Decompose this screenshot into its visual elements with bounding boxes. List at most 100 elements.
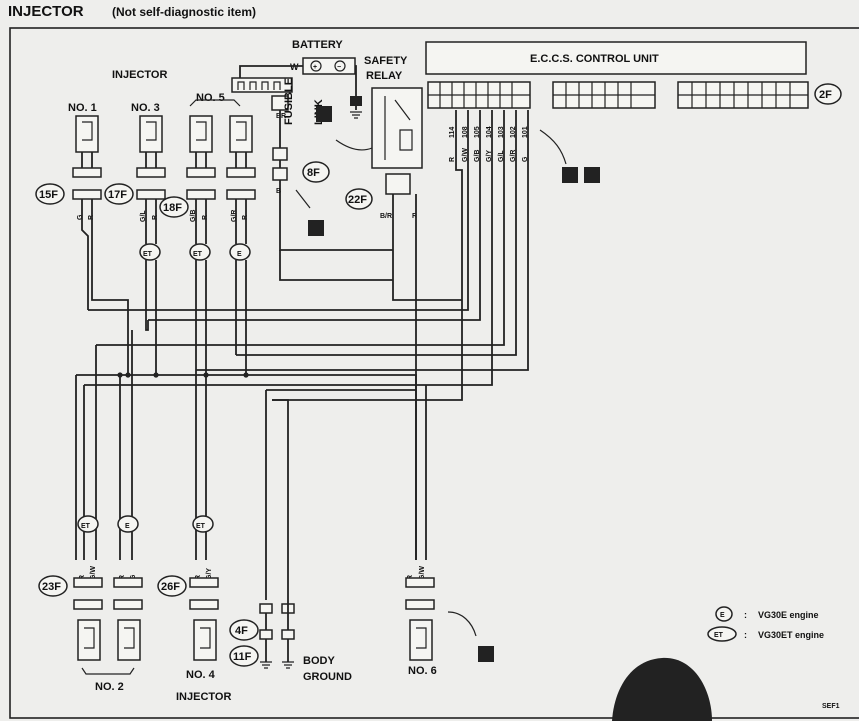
legend-colon-2: : (744, 630, 747, 640)
fusible-label-1: FUSIBLE (283, 78, 295, 125)
page-title: INJECTOR (8, 3, 84, 20)
svg-text:R: R (412, 213, 417, 220)
page-subtitle: (Not self-diagnostic item) (112, 5, 256, 19)
connector-26f-label: 26F (161, 581, 180, 593)
svg-text:B/R: B/R (380, 213, 392, 220)
ecu-wire-colors: R G/W G/B G/Y G/L G/R G (449, 148, 529, 162)
svg-text:103: 103 (498, 126, 505, 138)
svg-text:G/Y: G/Y (486, 150, 493, 162)
injector-bottom-label: INJECTOR (176, 691, 231, 703)
svg-text:ET: ET (143, 251, 153, 258)
svg-text:G/L: G/L (140, 210, 147, 222)
top-variant-ovals: ET ET E (139, 243, 251, 261)
svg-text:ET: ET (81, 523, 91, 530)
battery-positive-wire (239, 65, 303, 80)
legend-et-text: VG30ET engine (758, 630, 824, 640)
svg-text:114: 114 (449, 127, 456, 138)
svg-text:E: E (125, 523, 130, 530)
svg-text:ET: ET (193, 251, 203, 258)
eccs-control-unit (425, 41, 807, 75)
svg-text:+: + (313, 64, 317, 71)
connector-22f (345, 188, 373, 210)
body-ground-label-2: GROUND (303, 671, 352, 683)
legend-colon-1: : (744, 610, 747, 620)
svg-text:G/W: G/W (462, 148, 469, 162)
no1-label: NO. 1 (68, 102, 97, 114)
ecu-wire-bundle (84, 110, 529, 401)
connector-23f (38, 575, 68, 597)
connector-26f (157, 575, 187, 597)
svg-text:G/B: G/B (474, 150, 481, 162)
safety-relay-label-2: RELAY (366, 70, 403, 82)
svg-text:G/R: G/R (510, 150, 517, 162)
connector-23f-label: 23F (42, 581, 61, 593)
safety-relay-label-1: SAFETY (364, 55, 408, 67)
connector-4f (229, 619, 259, 641)
injector-no4 (193, 619, 217, 661)
ecu-pin-labels: 114 108 105 104 103 102 101 (449, 126, 529, 138)
battery-ground-connector (350, 96, 362, 106)
svg-text:G: G (77, 214, 84, 220)
legend-e-text: VG30E engine (758, 610, 819, 620)
svg-text:G: G (522, 156, 529, 162)
connector-15f-label: 15F (39, 189, 58, 201)
connector-18f (159, 196, 189, 218)
connector-11f-label: 11F (233, 651, 252, 663)
ecu-ref-square-1 (562, 167, 578, 183)
svg-text:104: 104 (486, 126, 493, 138)
eccs-connector-middle (552, 81, 656, 109)
top-connectors (72, 167, 256, 200)
svg-text:101: 101 (522, 126, 529, 138)
injector-top-label: INJECTOR (112, 69, 167, 81)
injector-no2b (117, 619, 141, 661)
svg-text:G/B: G/B (190, 210, 197, 222)
svg-text:G/R: G/R (231, 210, 238, 222)
no3-label: NO. 3 (131, 102, 160, 114)
page-code: SEF1 (822, 703, 840, 710)
svg-text:ET: ET (714, 632, 724, 639)
connector-18f-label: 18F (163, 202, 182, 214)
connector-8f-block (272, 147, 288, 161)
injector-no5a (189, 115, 213, 153)
injector-no2a (77, 619, 101, 661)
no2-label: NO. 2 (95, 681, 124, 693)
top-injector-wires (81, 152, 247, 375)
battery-symbol: + − (302, 57, 356, 75)
svg-text:BR: BR (276, 113, 286, 120)
svg-text:108: 108 (462, 126, 469, 138)
connector-8f (302, 161, 330, 183)
no4-label: NO. 4 (186, 669, 216, 681)
legend: E : VG30E engine ET : VG30ET engine (707, 606, 824, 642)
injector-no3 (139, 115, 163, 153)
injector-no5b (229, 115, 253, 153)
connector-2f-label: 2F (819, 89, 832, 101)
relay-ref-square (316, 106, 332, 122)
svg-text:G/L: G/L (498, 150, 505, 162)
diagram-frame (9, 27, 859, 719)
eccs-connector-left (427, 81, 531, 109)
connector-17f-label: 17F (108, 189, 127, 201)
connector-22f-label: 22F (348, 194, 367, 206)
svg-text:B: B (276, 188, 281, 195)
svg-text:E: E (720, 612, 725, 619)
svg-text:G: G (130, 574, 137, 580)
no5-label: NO. 5 (196, 92, 225, 104)
svg-text:−: − (337, 64, 341, 71)
svg-text:ET: ET (196, 523, 206, 530)
body-ground-connectors (259, 600, 295, 669)
r-power-bus (76, 374, 417, 400)
ecu-ref-square-2 (584, 167, 600, 183)
safety-relay-box (371, 87, 423, 169)
connector-22f-block (385, 173, 411, 195)
injector-no1 (75, 115, 99, 153)
connector-8f-label: 8F (307, 167, 320, 179)
svg-text:G/Y: G/Y (206, 568, 213, 580)
bottom-connectors (73, 577, 435, 610)
bottom-variant-ovals: ET E ET (77, 515, 214, 533)
svg-text:E: E (237, 251, 242, 258)
connector-2f (814, 83, 842, 105)
svg-text:G/W: G/W (90, 566, 97, 580)
eccs-label: E.C.C.S. CONTROL UNIT (530, 53, 659, 65)
battery-ground-wire (355, 65, 357, 110)
connector-4f-label: 4F (235, 625, 248, 637)
